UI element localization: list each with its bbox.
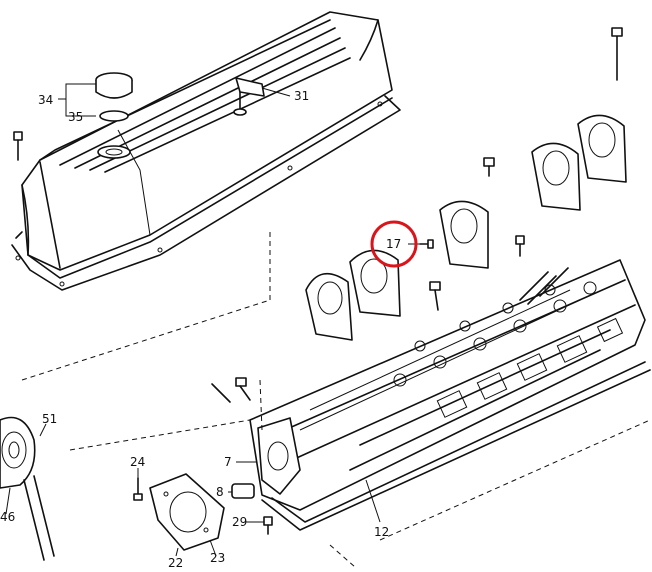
sensor-plug [231,483,255,499]
manifold-ports [436,317,624,418]
valve-cover-gasket [11,95,401,291]
oil-filler-cap [95,72,133,159]
highlight-circle [370,220,418,268]
leader-lines [5,83,420,557]
callout-29: 29 [232,515,247,529]
cam-bracket [531,142,581,211]
cam-bracket [305,272,353,341]
callout-46: 46 [0,510,15,524]
crank-pulley [0,416,55,561]
bolt-29 [263,516,273,535]
rocker-arms [519,267,569,305]
callout-22: 22 [168,556,183,567]
front-housing [257,417,301,495]
valve-springs [393,281,597,387]
callout-51: 51 [42,412,57,426]
dipstick [611,27,623,81]
callout-7: 7 [224,455,232,469]
callout-17: 17 [386,237,401,251]
callout-35: 35 [68,110,83,124]
thermostat-housing [149,473,225,551]
cam-bracket [349,249,401,317]
cam-bracket [439,200,489,269]
stud-7 [211,377,251,403]
cover-bolt [13,131,23,161]
small-bolts [429,157,525,311]
callout-34: 34 [38,93,53,107]
cam-bracket [577,114,627,183]
cylinder-head [249,259,646,511]
callout-23: 23 [210,551,225,565]
callout-12: 12 [374,525,389,539]
callout-24: 24 [130,455,145,469]
valve-cover [21,11,393,279]
head-gasket [261,361,651,531]
callout-8: 8 [216,485,224,499]
bolt-24 [133,477,143,501]
callout-31: 31 [294,89,309,103]
pcv-fitting [233,77,265,116]
pin-17 [419,239,434,249]
reference-lines [21,232,651,568]
